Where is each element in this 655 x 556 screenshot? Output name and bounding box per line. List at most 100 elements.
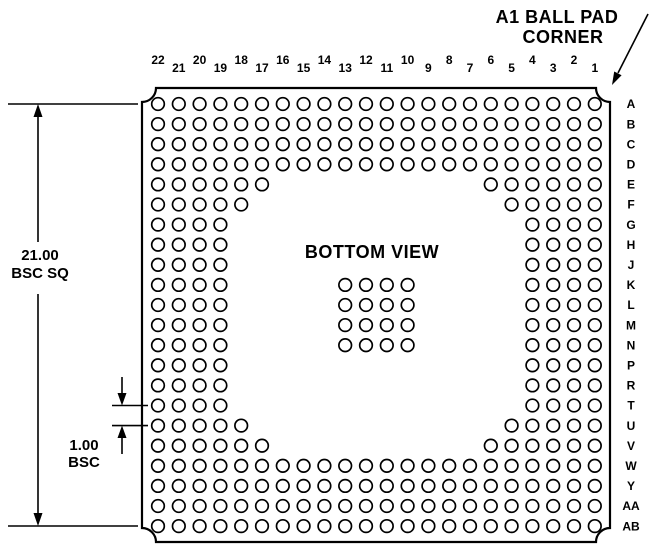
ball-pad [171, 157, 186, 172]
ball-pad [275, 518, 290, 534]
ball-pad [317, 116, 332, 132]
ball-pad [587, 257, 602, 272]
ball-pad [587, 438, 602, 453]
ball-pad [504, 518, 519, 534]
ball-pad [525, 217, 540, 232]
ball-pad [566, 197, 582, 212]
ball-pad [171, 518, 186, 534]
ball-pad [338, 157, 353, 172]
ball-pad [546, 398, 561, 413]
ball-pad [379, 317, 394, 333]
ball-pad [504, 137, 519, 152]
ball-pad [566, 217, 582, 232]
ball-pad [338, 96, 353, 112]
package-outline [140, 86, 612, 544]
ball-pad [338, 498, 353, 514]
column-label: 2 [571, 53, 578, 67]
column-label: 4 [529, 53, 536, 67]
ball-pad [400, 338, 415, 353]
row-label: U [627, 419, 636, 433]
ball-pad [358, 338, 374, 353]
ball-pad [192, 378, 207, 393]
ball-pad [566, 378, 582, 393]
ball-pad [171, 418, 186, 433]
ball-pad [525, 116, 540, 132]
ball-pad [213, 418, 228, 433]
ball-pad [254, 498, 270, 514]
ball-pad [546, 378, 561, 393]
ball-pad [338, 116, 353, 132]
ball-pad [213, 137, 228, 152]
ball-pad [421, 96, 436, 112]
ball-pad [254, 96, 270, 112]
ball-pad [192, 217, 207, 232]
ball-pad [338, 277, 353, 293]
ball-pad [400, 96, 415, 112]
ball-pad [566, 338, 582, 353]
ball-pad [587, 418, 602, 433]
pitch-dimension: 1.00 BSC [68, 377, 148, 471]
ball-pad [358, 458, 374, 473]
ball-pad [587, 498, 602, 514]
ball-pad [462, 518, 478, 534]
ball-pad [338, 137, 353, 152]
ball-pad [442, 96, 457, 112]
ball-pad [254, 518, 270, 534]
ball-pad [566, 116, 582, 132]
ball-pad [150, 378, 166, 393]
ball-pad [254, 438, 270, 453]
ball-pad [234, 177, 249, 192]
ball-pad [234, 197, 249, 212]
ball-pad [275, 458, 290, 473]
column-label: 5 [508, 61, 515, 75]
ball-pad [171, 438, 186, 453]
ball-pad [546, 237, 561, 252]
ball-pad [525, 358, 540, 373]
ball-pad [213, 358, 228, 373]
ball-pad [566, 177, 582, 192]
ball-pad [483, 116, 498, 132]
ball-pad [254, 458, 270, 473]
arrow-up-icon [117, 425, 127, 438]
ball-pad [379, 498, 394, 514]
ball-pad [525, 257, 540, 272]
ball-pad [150, 197, 166, 212]
ball-pad [192, 116, 207, 132]
ball-pad [234, 137, 249, 152]
row-label: L [627, 298, 634, 312]
ball-pad [566, 297, 582, 313]
ball-pad [150, 317, 166, 333]
ball-pad [234, 458, 249, 473]
ball-pad [317, 498, 332, 514]
square-dim-label-unit: BSC SQ [11, 265, 69, 282]
ball-pad [566, 418, 582, 433]
ball-pad [566, 398, 582, 413]
ball-pad [358, 96, 374, 112]
ball-pad [171, 177, 186, 192]
ball-pad [566, 277, 582, 293]
row-label: C [627, 137, 636, 151]
column-label: 6 [487, 53, 494, 67]
ball-pad [192, 398, 207, 413]
ball-pad [504, 177, 519, 192]
ball-pad [150, 277, 166, 293]
ball-pad [213, 96, 228, 112]
ball-pad [213, 317, 228, 333]
pitch-dim-label-value: 1.00 [69, 437, 98, 454]
ball-pad [213, 277, 228, 293]
ball-pad [483, 157, 498, 172]
ball-pad [566, 257, 582, 272]
ball-pad [213, 458, 228, 473]
ball-pad [171, 458, 186, 473]
ball-pad [275, 116, 290, 132]
ball-pad [525, 297, 540, 313]
ball-pad [213, 257, 228, 272]
column-label: 20 [193, 53, 207, 67]
ball-pad [566, 237, 582, 252]
ball-pad [358, 277, 374, 293]
ball-pad [525, 418, 540, 433]
ball-pad [525, 317, 540, 333]
ball-pad [483, 518, 498, 534]
ball-pad [525, 398, 540, 413]
ball-pad [587, 518, 602, 534]
